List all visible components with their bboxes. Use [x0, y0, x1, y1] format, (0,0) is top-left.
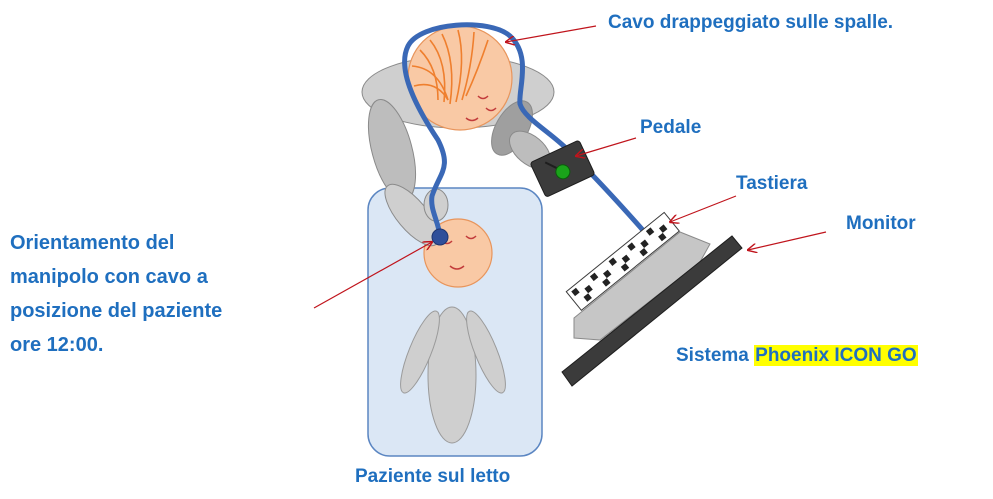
arrow-pedal: [576, 137, 637, 156]
label-patient: Paziente sul letto: [355, 466, 511, 487]
patient-mouth: [449, 265, 465, 270]
label-system: Sistema Phoenix ICON GO: [676, 344, 918, 368]
label-orientation-line-2: manipolo con cavo a: [10, 266, 208, 288]
label-orientation: Orientamento del manipolo con cavo a pos…: [10, 226, 222, 362]
arrow-cable: [506, 25, 597, 42]
label-cable: Cavo drappeggiato sulle spalle.: [608, 12, 894, 33]
handpiece-tip: [431, 228, 449, 246]
arrow-keyboard: [670, 195, 737, 222]
label-orientation-line-1: Orientamento del: [10, 232, 175, 254]
label-keyboard: Tastiera: [736, 173, 808, 194]
patient-eye-right: [465, 235, 477, 240]
label-system-prefix: Sistema: [676, 345, 755, 366]
label-monitor: Monitor: [846, 213, 916, 234]
arrow-monitor: [748, 231, 827, 250]
patient-right-arm: [466, 310, 506, 394]
label-pedal: Pedale: [640, 117, 702, 138]
label-orientation-line-4: ore 12:00.: [10, 334, 104, 356]
operator-mouth: [465, 117, 479, 122]
operator-eye-right: [485, 107, 497, 112]
operator-hair: [411, 29, 489, 105]
monitor: [561, 235, 743, 387]
operator-eye-left: [477, 95, 489, 100]
label-orientation-line-3: posizione del paziente: [10, 300, 223, 322]
pedal-button: [555, 164, 571, 180]
patient-left-arm: [400, 310, 440, 394]
label-system-name: Phoenix ICON GO: [754, 345, 918, 366]
patient-torso: [427, 306, 477, 444]
arrow-orientation: [313, 242, 432, 309]
